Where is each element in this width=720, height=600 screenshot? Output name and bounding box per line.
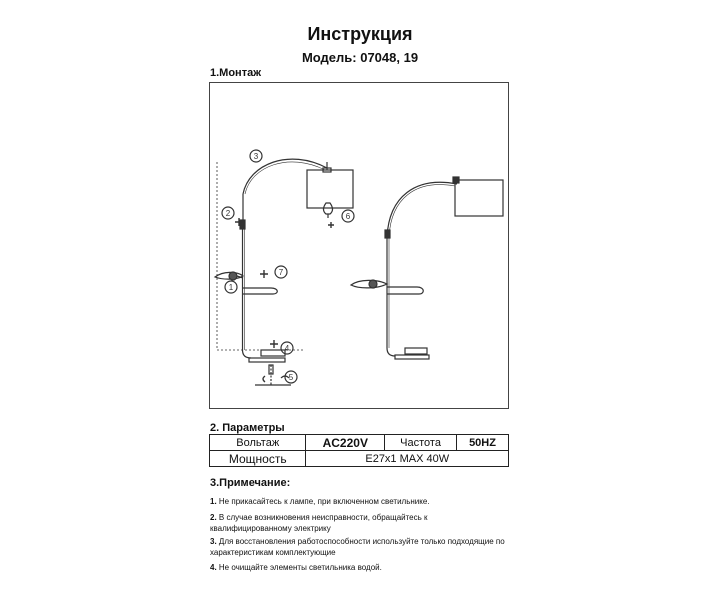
right-lampshade bbox=[454, 179, 504, 217]
right-shelf bbox=[387, 286, 424, 295]
left-lampshade bbox=[306, 169, 354, 209]
callout-1: 1 bbox=[229, 283, 234, 292]
left-arm bbox=[213, 271, 245, 280]
guide-dashed-line bbox=[216, 162, 304, 351]
frequency-value: 50HZ bbox=[456, 434, 509, 451]
assembly-diagram: 1 2 3 4 5 6 7 bbox=[213, 149, 504, 386]
note-text: Не очищайте элементы светильника водой. bbox=[218, 563, 382, 572]
right-arm bbox=[349, 279, 389, 289]
callout-7: 7 bbox=[279, 268, 284, 277]
callout-6: 6 bbox=[346, 212, 351, 221]
left-base-plate bbox=[248, 357, 286, 363]
table-row: Вольтаж AC220V Частота 50HZ bbox=[208, 434, 509, 451]
section-notes-title: 3.Примечание: bbox=[210, 477, 291, 489]
right-base bbox=[404, 347, 428, 355]
table-row: Мощность E27x1 MAX 40W bbox=[208, 450, 509, 467]
model-number: Модель: 07048, 19 bbox=[301, 50, 419, 65]
bulb-icon bbox=[322, 202, 334, 215]
left-arc-upper bbox=[242, 158, 328, 195]
note-text: Для восстановления работоспособности исп… bbox=[210, 537, 505, 557]
left-shelf bbox=[243, 287, 278, 295]
frequency-label: Частота bbox=[384, 434, 458, 451]
parameters-table: Вольтаж AC220V Частота 50HZ Мощность E27… bbox=[208, 434, 509, 467]
right-joint bbox=[384, 229, 391, 239]
note-number: 3. bbox=[210, 537, 217, 546]
left-base bbox=[260, 349, 286, 357]
note-text: Не прикасайтесь к лампе, при включенном … bbox=[218, 497, 430, 506]
power-value: E27x1 MAX 40W bbox=[305, 450, 509, 467]
callout-3: 3 bbox=[254, 152, 259, 161]
note-text: В случае возникновения неисправности, об… bbox=[210, 513, 428, 533]
right-arc bbox=[386, 181, 458, 238]
section-installation-title: 1.Монтаж bbox=[210, 67, 262, 79]
callout-4: 4 bbox=[285, 344, 290, 353]
note-number: 2. bbox=[210, 513, 217, 522]
left-arc-upper-inner bbox=[244, 161, 326, 195]
note-number: 4. bbox=[210, 563, 217, 572]
note-item: 4. Не очищайте элементы светильника водо… bbox=[210, 562, 510, 573]
note-item: 1. Не прикасайтесь к лампе, при включенн… bbox=[210, 496, 510, 507]
voltage-label: Вольтаж bbox=[208, 434, 307, 451]
voltage-value: AC220V bbox=[305, 434, 386, 451]
callout-5: 5 bbox=[289, 373, 294, 382]
page-title: Инструкция bbox=[307, 24, 413, 44]
left-pole-bend bbox=[241, 349, 252, 359]
note-item: 3. Для восстановления работоспособности … bbox=[210, 536, 510, 558]
section-parameters-title: 2. Параметры bbox=[210, 422, 285, 434]
callout-2: 2 bbox=[226, 209, 231, 218]
note-item: 2. В случае возникновения неисправности,… bbox=[210, 512, 510, 534]
diagram-frame bbox=[209, 82, 509, 409]
power-label: Мощность bbox=[208, 450, 307, 467]
note-number: 1. bbox=[210, 497, 217, 506]
